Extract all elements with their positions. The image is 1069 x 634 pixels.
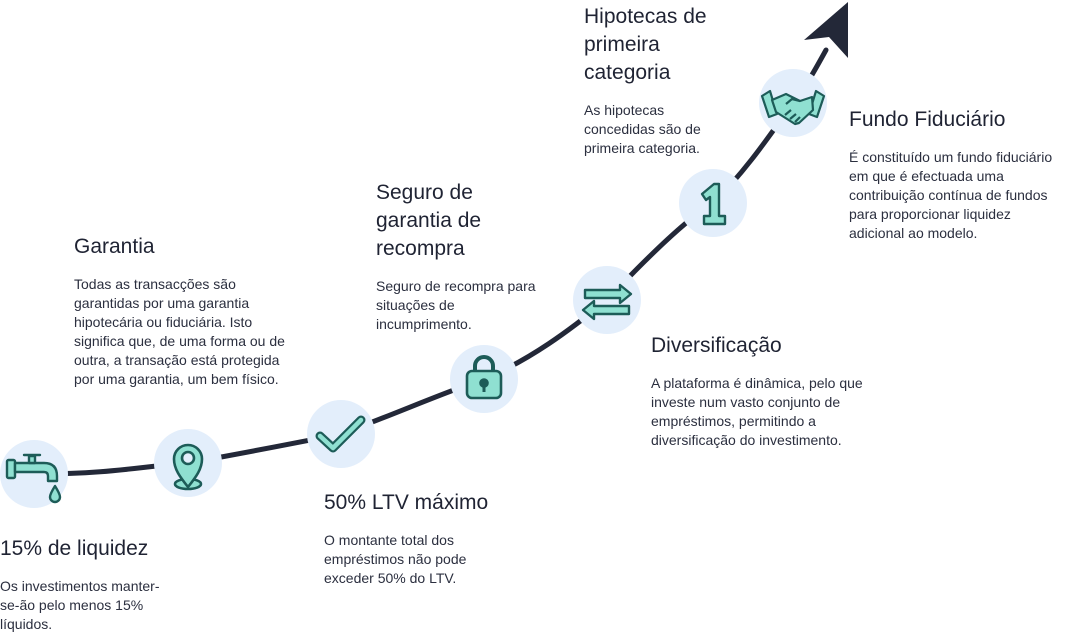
faucet-icon: [5, 453, 62, 504]
step-2-text: Garantia Todas as transacções são garant…: [74, 233, 299, 389]
step-3-text: 50% LTV máximo O montante total dos empr…: [324, 489, 509, 588]
step-description: As hipotecas concedidas são de primeira …: [584, 102, 701, 156]
handshake-icon: [760, 89, 826, 126]
step-1-text: 15% de liquidez Os investimentos manter-…: [0, 535, 170, 634]
step-description: É constituído um fundo fiduciário em que…: [849, 149, 1053, 241]
step-title: Diversificação: [651, 334, 782, 357]
step-title: Seguro de garantia de recompra: [376, 181, 482, 260]
step-title: Garantia: [74, 235, 155, 258]
step-7-marker: [759, 69, 827, 137]
step-6-text: Hipotecas de primeira categoria As hipot…: [584, 3, 734, 158]
step-5-marker: [573, 266, 641, 334]
padlock-icon: [465, 355, 503, 400]
step-4-text: Seguro de garantia de recompra Seguro de…: [376, 179, 536, 334]
step-1-marker: [0, 440, 68, 508]
step-description: O montante total dos empréstimos não pod…: [324, 532, 467, 586]
step-5-text: Diversificação A plataforma é dinâmica, …: [651, 332, 876, 450]
location-pin-icon: [172, 443, 204, 491]
step-6-marker: [679, 169, 747, 237]
swap-arrows-icon: [581, 283, 633, 321]
step-2-marker: [154, 429, 222, 497]
step-4-marker: [450, 345, 518, 413]
step-title: Hipotecas de primeira categoria: [584, 5, 707, 84]
step-7-text: Fundo Fiduciário É constituído um fundo …: [849, 106, 1064, 243]
step-title: 50% LTV máximo: [324, 491, 489, 514]
step-description: A plataforma é dinâmica, pelo que invest…: [651, 375, 863, 448]
step-description: Todas as transacções são garantidas por …: [74, 276, 285, 387]
arrow-head: [804, 2, 848, 58]
step-description: Os investimentos manter-se-ão pelo menos…: [0, 578, 160, 632]
step-title: 15% de liquidez: [0, 537, 149, 560]
step-title: Fundo Fiduciário: [849, 108, 1006, 131]
step-description: Seguro de recompra para situações de inc…: [376, 278, 536, 332]
number-one-icon: [700, 182, 727, 226]
step-3-marker: [307, 400, 375, 468]
